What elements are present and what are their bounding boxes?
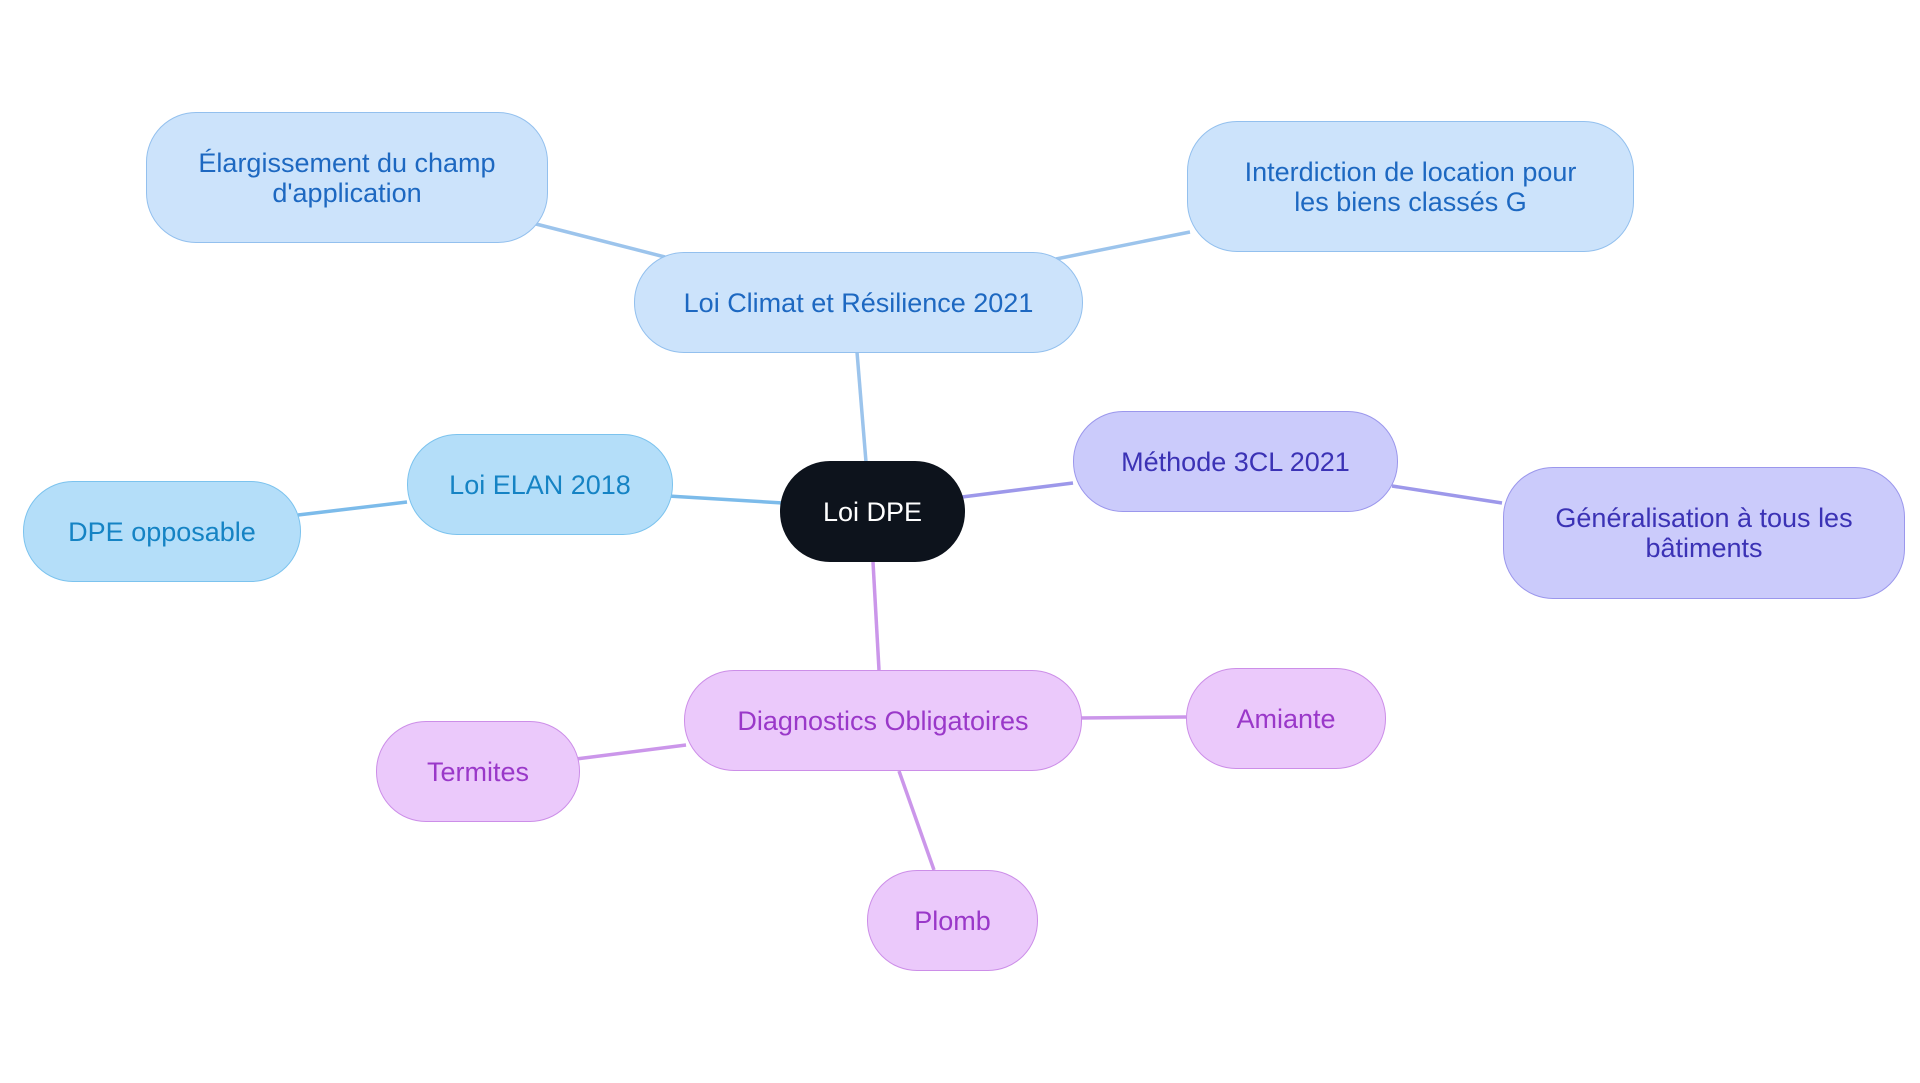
termites-node[interactable]: Termites [376, 721, 580, 822]
diagnostics-node[interactable]: Diagnostics Obligatoires [684, 670, 1082, 771]
elargissement-line-2: d'application [272, 177, 422, 208]
link-root-elan [667, 494, 784, 505]
link-elan-dpe-opposable [297, 500, 408, 517]
plomb-label: Plomb [914, 905, 991, 936]
generalisation-node[interactable]: Généralisation à tous les bâtiments [1503, 467, 1905, 599]
plomb-node[interactable]: Plomb [867, 870, 1038, 971]
termites-label: Termites [426, 756, 529, 787]
link-diagnostics-plomb [897, 770, 936, 871]
root-node[interactable]: Loi DPE [780, 461, 965, 562]
amiante-label: Amiante [1236, 703, 1336, 734]
root-node-label: Loi DPE [822, 496, 923, 527]
interdiction-node[interactable]: Interdiction de location pour les biens … [1187, 121, 1634, 252]
link-root-diagnostics [871, 561, 881, 671]
elan-node-label: Loi ELAN 2018 [449, 469, 631, 500]
climat-node-label: Loi Climat et Résilience 2021 [683, 287, 1034, 318]
link-climat-interdiction [1055, 230, 1191, 261]
link-root-methode [961, 481, 1074, 499]
methode-node[interactable]: Méthode 3CL 2021 [1073, 411, 1398, 512]
link-methode-generalisation [1391, 484, 1503, 505]
generalisation-line-2: bâtiments [1645, 533, 1763, 563]
elan-node[interactable]: Loi ELAN 2018 [407, 434, 673, 535]
link-diagnostics-termites [575, 743, 687, 761]
link-climat-elargissement [535, 222, 666, 259]
dpe-opposable-node[interactable]: DPE opposable [23, 481, 301, 582]
generalisation-line-1: Généralisation à tous les [1555, 503, 1853, 533]
interdiction-line-1: Interdiction de location pour [1244, 156, 1577, 187]
amiante-node[interactable]: Amiante [1186, 668, 1386, 769]
interdiction-line-2: les biens classés G [1294, 186, 1527, 217]
elargissement-line-1: Élargissement du champ [198, 147, 496, 178]
diagnostics-node-label: Diagnostics Obligatoires [737, 705, 1029, 736]
link-root-climat [855, 351, 868, 463]
methode-node-label: Méthode 3CL 2021 [1121, 446, 1350, 477]
link-diagnostics-amiante [1079, 715, 1187, 720]
dpe-opposable-label: DPE opposable [68, 516, 256, 547]
elargissement-node[interactable]: Élargissement du champ d'application [146, 112, 548, 243]
climat-node[interactable]: Loi Climat et Résilience 2021 [634, 252, 1083, 353]
